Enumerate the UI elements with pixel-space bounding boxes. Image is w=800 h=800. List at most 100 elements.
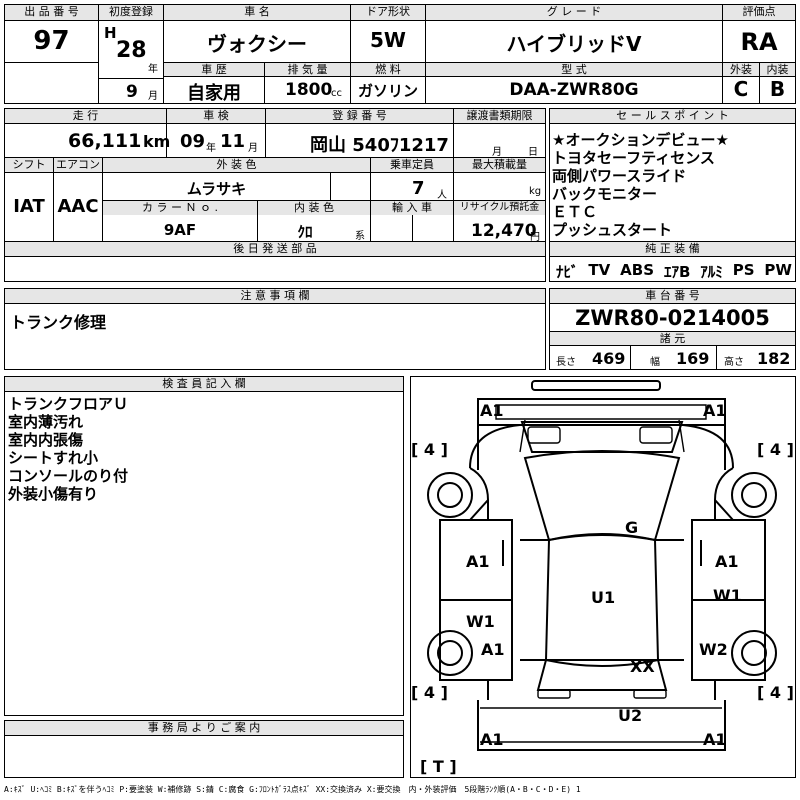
era: H (104, 24, 117, 42)
sales-point-item: 両側パワースライド (552, 167, 687, 185)
damage-mark: A1 (715, 552, 739, 571)
inspection-label: 車 検 (167, 109, 265, 124)
chassis-label: 車 台 番 号 (550, 289, 795, 304)
fuel-label: 燃 料 (351, 63, 425, 77)
recycle-unit: 円 (530, 232, 540, 243)
recycle-fee: 12,470 (471, 221, 537, 241)
mileage: 66,111 (68, 130, 142, 152)
inspection-month: 11 (220, 131, 246, 152)
inspection-month-unit: 月 (248, 143, 258, 154)
detail-block (4, 108, 546, 282)
model: DAA-ZWR80G (509, 80, 639, 100)
history-label: 車 歴 (164, 63, 264, 77)
damage-mark: G (625, 518, 639, 537)
reg-no-label: 登 録 番 号 (266, 109, 453, 124)
displacement-unit: cc (331, 88, 342, 99)
later-parts-label: 後 日 発 送 部 品 (5, 242, 545, 257)
exterior-color: ムラサキ (186, 180, 247, 198)
equipment-nav: ﾅﾋﾞ (556, 263, 579, 281)
model-label: 型 式 (426, 63, 722, 77)
inspector-line: 外装小傷有り (8, 485, 99, 503)
inspector-notes: トランクフロアＵ 室内薄汚れ 室内内張傷 シートすれ小 コンソールのり付 外装小… (8, 395, 128, 503)
registration-number: 岡山 540ﾌ1217 (310, 135, 449, 156)
sales-point-item: バックモニター (552, 185, 658, 203)
reg-year: 28 (116, 38, 147, 63)
mileage-label: 走 行 (5, 109, 166, 124)
chassis-number: ZWR80-0214005 (575, 306, 770, 330)
inspector-label: 検 査 員 記 入 欄 (5, 377, 403, 392)
import-label: 輸 入 車 (371, 201, 453, 215)
interior-grade: B (769, 77, 786, 101)
score: RA (740, 28, 778, 56)
equipment-label: 純 正 装 備 (550, 242, 795, 257)
sales-point-item: プッシュスタート (552, 221, 673, 239)
capacity-label: 乗車定員 (371, 158, 453, 173)
damage-mark: A1 (703, 730, 727, 749)
inspector-line: 室内内張傷 (8, 431, 84, 449)
color-no-label: カ ラ ー Ｎ ｏ . (103, 201, 257, 215)
damage-mark: A1 (703, 401, 727, 420)
spare-tire-mark: [ T ] (420, 757, 457, 776)
transfer-day-unit: 日 (528, 147, 538, 158)
office-label: 事 務 局 よ り ご 案 内 (5, 721, 403, 736)
damage-mark: A1 (481, 640, 505, 659)
length-value: 469 (592, 349, 626, 368)
damage-mark: W1 (466, 612, 495, 631)
tire-mark: [ 4 ] (411, 683, 448, 702)
exterior-label: 外装 (723, 63, 759, 77)
legend: A:ｷｽﾞ U:ﾍｺﾐ B:ｷｽﾞを伴うﾍｺﾐ P:要塗装 W:補修跡 S:錆 … (4, 785, 581, 794)
lot-number: 97 (33, 26, 70, 56)
height-value: 182 (757, 349, 791, 368)
shift: IAT (13, 196, 45, 217)
width-label: 幅 (650, 357, 660, 368)
transfer-label: 譲渡書類期限 (454, 109, 545, 124)
displacement-label: 排 気 量 (265, 63, 350, 77)
equipment-pw: PW (764, 261, 792, 279)
car-name: ヴォクシー (207, 32, 307, 56)
first-reg-label: 初度登録 (99, 5, 163, 21)
interior-label: 内装 (760, 63, 795, 77)
transfer-month-unit: 月 (492, 147, 502, 158)
car-diagram (427, 380, 777, 751)
inspector-line: 室内薄汚れ (8, 413, 84, 431)
sales-point-item: トヨタセーフティセンス (552, 149, 715, 167)
damage-mark: U1 (591, 588, 616, 607)
month-unit: 月 (148, 91, 158, 102)
grade-label: グ レ ー ド (426, 5, 722, 21)
damage-mark: A1 (466, 552, 490, 571)
interior-color-unit: 系 (355, 231, 365, 242)
sales-points-list: ★オークションデビュー★ トヨタセーフティセンス 両側パワースライド バックモニ… (552, 131, 729, 239)
damage-mark: A1 (480, 730, 504, 749)
height-label: 高さ (724, 357, 744, 368)
damage-mark: W2 (699, 640, 728, 659)
aircon: AAC (57, 196, 99, 217)
max-load-unit: kg (529, 186, 542, 197)
int-color-label: 内 装 色 (258, 201, 370, 215)
door-type: 5W (370, 28, 406, 52)
spec-label: 諸 元 (550, 332, 795, 346)
equipment-abs: ABS (620, 261, 655, 279)
door-label: ドア形状 (351, 5, 425, 21)
max-load-label: 最大積載量 (454, 158, 545, 173)
year-unit: 年 (148, 64, 158, 75)
fuel: ガソリン (357, 82, 418, 100)
sales-point-item: ＥＴＣ (552, 203, 598, 221)
inspector-line: シートすれ小 (8, 449, 99, 467)
score-label: 評価点 (723, 5, 795, 21)
damage-mark: U2 (618, 706, 643, 725)
inspector-block (4, 376, 404, 716)
sales-points-block (549, 108, 796, 282)
notes-label: 注 意 事 項 欄 (5, 289, 545, 304)
equipment-alloy: ｱﾙﾐ (700, 263, 723, 281)
tire-mark: [ 4 ] (757, 683, 794, 702)
inspection-year-unit: 年 (206, 143, 216, 154)
equipment-list: ﾅﾋﾞ TV ABS ｴｱB ｱﾙﾐ PS PW (556, 261, 792, 282)
car-diagram-block (410, 376, 796, 778)
notes-block (4, 288, 546, 370)
length-label: 長さ (556, 357, 576, 368)
sales-points-label: セ ー ル ス ポ イ ン ト (550, 109, 795, 124)
recycle-label: リサイクル預託金 (454, 201, 545, 215)
damage-mark: W1 (713, 586, 742, 605)
shift-label: シフト (5, 158, 53, 173)
aircon-label: エアコン (54, 158, 102, 173)
